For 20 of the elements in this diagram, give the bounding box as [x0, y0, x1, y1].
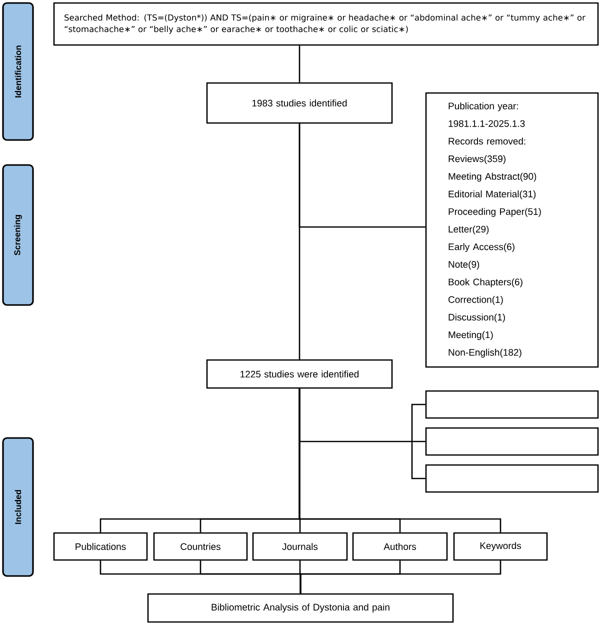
process-box: Journals: [252, 532, 348, 561]
process-box: Keywords: [453, 532, 548, 561]
empty-box: [425, 427, 599, 456]
process-box: 1983 studies identified: [206, 82, 393, 124]
connector-line: [298, 124, 426, 228]
search-box: Searched Method: (TS=(Dyston*)) AND TS=(pain∗ or migraine∗ or headache∗ or “abdominal ache∗” or “tummy ache∗” or “stomachache∗” or “belly ache∗” or earache∗ or toothache∗ or colic or sciatic∗): [53, 2, 599, 46]
connector-line: [300, 560, 502, 594]
process-box: 1225 studies were identified: [206, 359, 393, 389]
stage-band: Included: [2, 437, 34, 577]
stage-band: Screening: [2, 164, 34, 306]
stage-band: Identification: [2, 2, 34, 141]
process-box: Bibliometric Analysis of Dystonia and pain: [147, 593, 454, 623]
exclusion-box: Publication year: 1981.1.1-2025.1.3 Records removed: Reviews(359) Meeting Abstract(90) Editorial Material(31) Proceeding Paper(51) Letter(29) Early Access(6) Note(9) Book Chapters(6) Correction(1) Discussion(1) Meeting(1) Non-English(182): [425, 92, 599, 368]
connector-line: [298, 46, 300, 82]
empty-box: [425, 464, 599, 493]
process-box: Publications: [53, 532, 148, 561]
process-box: Countries: [153, 532, 248, 561]
connector-line: [298, 388, 426, 480]
process-box: Authors: [352, 532, 448, 561]
empty-box: [425, 390, 599, 419]
